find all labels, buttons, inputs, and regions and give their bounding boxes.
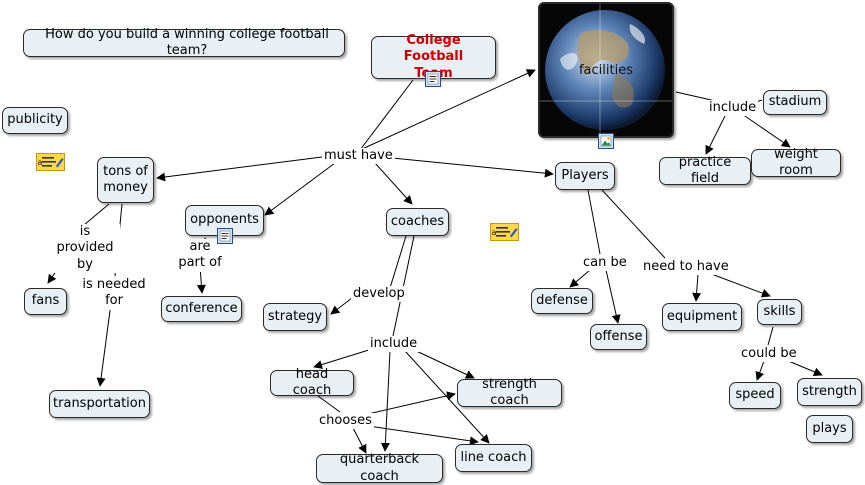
- earth-image: [540, 4, 672, 136]
- concept-opponents[interactable]: opponents: [185, 205, 264, 236]
- link-need-to-have: need to have: [641, 259, 731, 276]
- document-icon-graphic: [425, 71, 441, 87]
- edge: [705, 271, 771, 298]
- link-is-needed-for: is needed for: [80, 277, 148, 310]
- root-concept-label: College Football Team: [403, 33, 464, 81]
- concept-equipment[interactable]: equipment: [662, 303, 742, 331]
- edge: [156, 155, 331, 182]
- edge: [374, 162, 413, 205]
- edge: [96, 302, 112, 387]
- link-must-have: must have: [322, 148, 395, 165]
- concept-stadium[interactable]: stadium: [763, 90, 827, 115]
- root-concept-college-football-team[interactable]: College Football Team: [371, 33, 496, 81]
- note-icon-graphic: a: [490, 223, 519, 241]
- concept-strategy[interactable]: strategy: [263, 303, 327, 331]
- focus-question[interactable]: How do you build a winning college footb…: [23, 27, 345, 58]
- note-icon-graphic: a: [36, 153, 65, 171]
- link-could-be: could be: [739, 346, 799, 363]
- edge: [313, 348, 373, 369]
- link-include-coaches: include: [368, 336, 420, 353]
- edge: [391, 157, 554, 178]
- concept-skills[interactable]: skills: [757, 299, 802, 325]
- concept-coaches[interactable]: coaches: [386, 208, 449, 236]
- concept-plays[interactable]: plays: [806, 415, 853, 443]
- image-icon-graphic: [598, 133, 614, 149]
- edge: [367, 391, 456, 415]
- edge: [569, 269, 591, 288]
- link-are-part-of: are part of: [174, 239, 226, 272]
- image-icon[interactable]: [598, 133, 614, 153]
- edge: [601, 189, 666, 259]
- edge: [351, 425, 367, 454]
- edge: [359, 69, 536, 151]
- concept-speed[interactable]: speed: [729, 382, 781, 409]
- concept-tons-of-money[interactable]: tons of money: [97, 157, 154, 203]
- edge: [605, 269, 621, 324]
- edge: [389, 235, 407, 289]
- concept-head-coach[interactable]: head coach: [270, 367, 354, 398]
- concept-conference[interactable]: conference: [161, 296, 242, 322]
- facilities-caption: facilities: [578, 63, 633, 78]
- edge: [411, 348, 475, 379]
- annotation-note-icon[interactable]: a: [490, 223, 520, 246]
- edge: [359, 79, 414, 151]
- edge: [785, 359, 823, 377]
- edge: [264, 162, 336, 216]
- concept-defense[interactable]: defense: [531, 288, 593, 314]
- document-icon[interactable]: [425, 71, 441, 91]
- concept-strength-coach[interactable]: strength coach: [457, 377, 562, 408]
- edge: [380, 350, 391, 452]
- document-icon-graphic: [217, 228, 233, 244]
- edge: [587, 189, 601, 255]
- svg-text:a: a: [492, 228, 497, 237]
- concept-quarterback-coach[interactable]: quarterback coach: [316, 452, 443, 484]
- concept-publicity[interactable]: publicity: [2, 107, 68, 134]
- concept-strength[interactable]: strength: [797, 378, 862, 406]
- edge: [83, 203, 110, 226]
- svg-text:a: a: [38, 158, 43, 167]
- concept-players[interactable]: Players: [555, 162, 615, 190]
- facilities-image-node[interactable]: facilities: [538, 2, 674, 138]
- document-icon[interactable]: [217, 228, 233, 248]
- concept-practice-field[interactable]: practice field: [659, 155, 751, 186]
- link-is-provided-by: is provided by: [50, 224, 120, 273]
- concept-weight-room[interactable]: weight room: [751, 147, 841, 178]
- edge: [367, 425, 479, 446]
- concept-transportation[interactable]: transportation: [49, 390, 150, 418]
- edge: [330, 297, 353, 315]
- edge: [741, 113, 791, 148]
- concept-fans[interactable]: fans: [24, 288, 67, 315]
- edge: [705, 113, 727, 155]
- concept-label: tons of money: [103, 163, 148, 195]
- link-include-facilities: include: [707, 100, 759, 117]
- annotation-note-icon[interactable]: a: [36, 153, 66, 176]
- link-chooses: chooses: [317, 413, 374, 430]
- edge: [317, 395, 341, 413]
- link-develop: develop: [351, 286, 407, 303]
- edge: [755, 360, 765, 381]
- concept-offense[interactable]: offense: [590, 324, 647, 350]
- link-can-be: can be: [581, 255, 629, 272]
- edge: [767, 326, 774, 346]
- concept-line-coach[interactable]: line coach: [455, 444, 532, 472]
- edge: [692, 273, 702, 302]
